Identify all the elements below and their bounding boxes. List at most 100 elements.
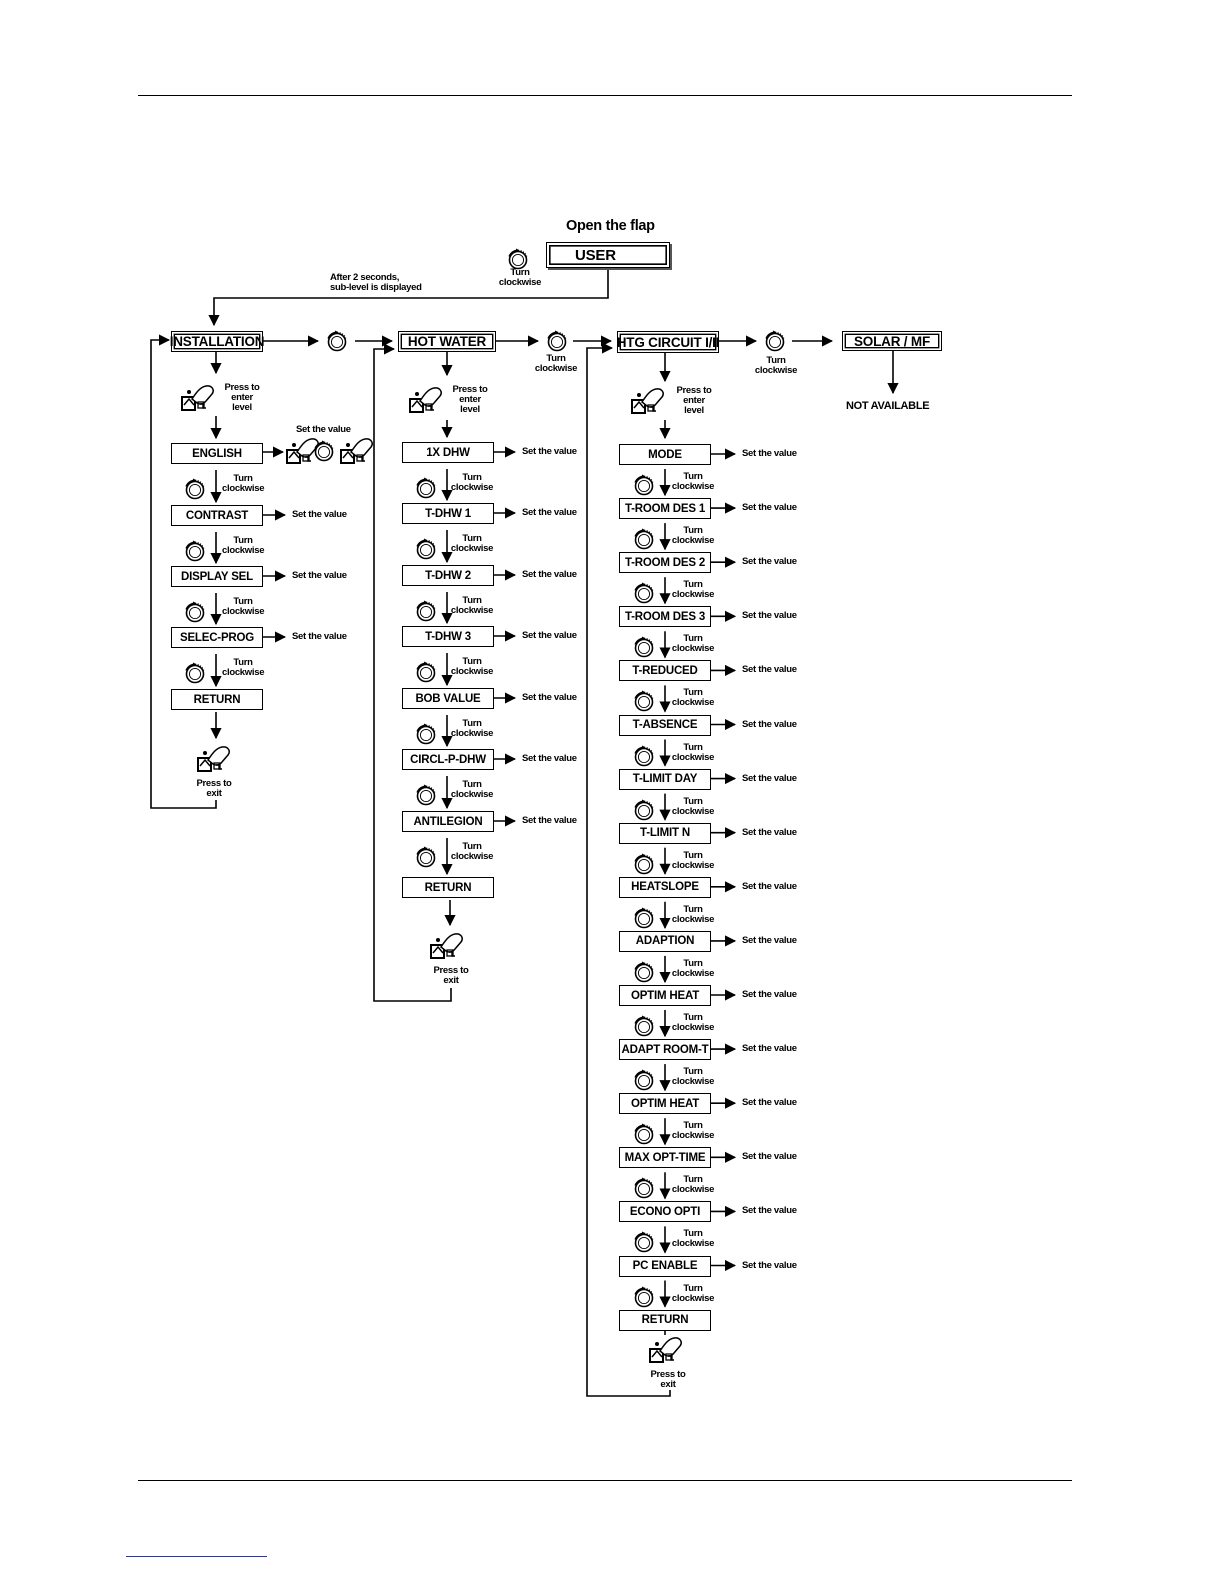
rotary-knob-icon	[327, 330, 347, 352]
htg-turn-label-line: clockwise	[671, 589, 715, 601]
rotary-knob-icon	[416, 600, 436, 622]
user-box: USER	[546, 242, 670, 268]
bottom-rule	[138, 1480, 1072, 1481]
rotary-knob-icon	[634, 1286, 654, 1307]
hot-water-press-enter-line: enter	[459, 394, 481, 405]
footer-link-underline	[126, 1556, 267, 1557]
set-value-label: Set the value	[522, 569, 577, 580]
hot-water-turn-label-line: clockwise	[450, 482, 494, 493]
htg-turn-label-line: Turn	[683, 957, 703, 969]
rotary-knob-icon	[634, 690, 654, 712]
set-value-label: Set the value	[522, 815, 577, 826]
press-hand-icon	[197, 746, 230, 772]
rotary-knob-icon	[634, 636, 654, 658]
rotary-knob-icon	[416, 538, 436, 560]
menu-item-circl-p-dhw: CIRCL-P-DHW	[402, 749, 494, 770]
htg-turn-label-line: clockwise	[671, 481, 715, 492]
rotary-knob-icon	[634, 907, 654, 929]
set-value-label: Set the value	[742, 448, 797, 459]
menu-item-optim-heat: OPTIM HEAT	[619, 985, 711, 1006]
htg-turn-label-line: Turn	[683, 1228, 703, 1240]
menu-item-t-dhw-3: T-DHW 3	[402, 626, 494, 647]
press-hand-icon	[430, 933, 463, 959]
rotary-knob-icon	[765, 330, 785, 352]
rotary-knob-icon	[508, 248, 528, 270]
installation-header: INSTALLATION	[170, 331, 264, 352]
rotary-knob-icon	[634, 1069, 654, 1091]
rotary-knob-icon	[634, 1177, 654, 1199]
hot-water-header: HOT WATER	[398, 331, 496, 352]
htg-turn-label-line: clockwise	[671, 859, 715, 871]
rotary-knob-icon	[416, 846, 436, 868]
htg-turn-label-line: clockwise	[671, 805, 715, 817]
htg-turn-label-line: Turn	[683, 525, 703, 537]
menu-item-return: RETURN	[171, 689, 263, 710]
menu-item-t-absence: T-ABSENCE	[619, 714, 711, 736]
menu-item-t-dhw-2: T-DHW 2	[402, 565, 494, 586]
hot-water-turn-label-line: Turn	[462, 595, 482, 606]
rotary-knob-icon	[634, 961, 654, 983]
htg-press-enter-line: level	[684, 405, 704, 416]
connector-line	[150, 334, 217, 809]
installation-turn-label-line: clockwise	[222, 483, 265, 494]
hot-water-turn-label-line: clockwise	[450, 728, 494, 739]
rotary-knob-icon	[416, 661, 436, 683]
hot-water-press-enter-line: level	[460, 404, 480, 415]
htg-turn-label-line: clockwise	[671, 1130, 715, 1142]
htg-turn-label-line: Turn	[683, 471, 703, 482]
hot-water-turn-label-line: clockwise	[450, 543, 494, 554]
after-note-line-2: sub-level is displayed	[330, 282, 422, 293]
htg-turn-label-line: clockwise	[671, 643, 715, 655]
hot-water-turn-label-line: Turn	[546, 353, 566, 364]
menu-item-contrast: CONTRAST	[171, 505, 263, 526]
solar-mf-header: SOLAR / MF	[842, 331, 942, 351]
menu-item-heatslope: HEATSLOPE	[619, 876, 711, 898]
rotary-knob-icon	[547, 330, 567, 352]
installation-press-exit-line: Press to	[196, 778, 232, 789]
installation-press-enter-line: level	[232, 402, 252, 413]
hot-water-turn-label-line: clockwise	[450, 605, 494, 616]
htg-turn-label-line: Turn	[683, 795, 703, 807]
set-value-label: Set the value	[522, 753, 577, 764]
installation-turn-label-line: clockwise	[222, 606, 265, 617]
rotary-knob-icon	[185, 478, 205, 500]
installation-turn-label-line: Turn	[233, 657, 253, 668]
menu-item-t-reduced: T-REDUCED	[619, 660, 711, 682]
installation-press-exit-line: exit	[206, 788, 222, 799]
set-value-label: Set the value	[292, 509, 347, 520]
htg-turn-label-line: clockwise	[671, 1022, 715, 1033]
press-hand-icon	[286, 438, 319, 464]
set-value-label: Set the value	[742, 772, 797, 784]
set-value-label: Set the value	[522, 630, 577, 641]
set-value-label: Set the value	[742, 934, 797, 946]
menu-item-pc-enable: PC ENABLE	[619, 1255, 711, 1277]
htg-press-enter-line: enter	[683, 395, 705, 406]
rotary-knob-icon	[314, 440, 334, 462]
set-value-label: Set the value	[292, 570, 347, 581]
set-value-label: Set the value	[292, 631, 347, 642]
htg-turn-label-line: Turn	[766, 355, 786, 366]
set-value-label: Set the value	[522, 692, 577, 703]
english-set-value-label: Set the value	[296, 424, 351, 435]
set-value-label: Set the value	[742, 664, 797, 676]
htg-turn-label-line: clockwise	[754, 365, 798, 376]
rotary-knob-icon	[185, 662, 205, 684]
rotary-knob-icon	[634, 799, 654, 820]
set-value-label: Set the value	[742, 718, 797, 730]
rotary-knob-icon	[185, 601, 205, 623]
